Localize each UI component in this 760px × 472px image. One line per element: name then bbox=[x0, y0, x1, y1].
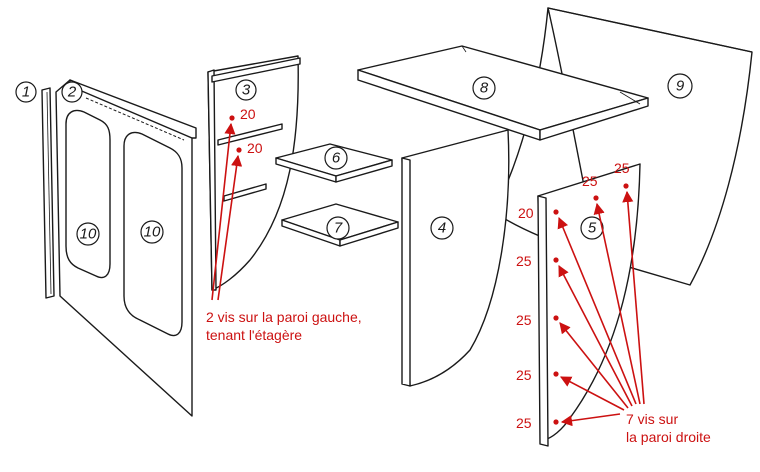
label-3-text: 3 bbox=[242, 82, 251, 99]
label-5: 5 bbox=[580, 216, 604, 240]
label-3: 3 bbox=[235, 79, 257, 101]
label-9-text: 9 bbox=[676, 78, 685, 95]
label-7-text: 7 bbox=[334, 220, 343, 237]
screw-dot-r6 bbox=[553, 371, 559, 377]
screw-dot-left-mid bbox=[236, 147, 242, 153]
right-screw-annotations: 25 25 20 25 25 25 25 7 vis sur la paroi … bbox=[516, 160, 711, 445]
label-10-left: 10 bbox=[76, 222, 100, 246]
screw-size-r-25a: 25 bbox=[516, 253, 532, 269]
screw-size-r-top-b: 25 bbox=[614, 160, 630, 176]
note-right-line2: la paroi droite bbox=[626, 429, 711, 445]
label-10-left-text: 10 bbox=[80, 226, 97, 243]
label-2-text: 2 bbox=[67, 84, 77, 101]
screw-size-r-25d: 25 bbox=[516, 415, 532, 431]
screw-dot-r5 bbox=[553, 315, 559, 321]
arrow-left-mid bbox=[217, 154, 243, 301]
right-panel-5 bbox=[537, 163, 641, 447]
note-left-line2: tenant l'étagère bbox=[206, 327, 302, 343]
note-left-line1: 2 vis sur la paroi gauche, bbox=[206, 309, 362, 325]
label-8-text: 8 bbox=[480, 80, 489, 97]
label-1-text: 1 bbox=[22, 84, 30, 101]
arrow-left-top bbox=[211, 122, 236, 301]
screw-dot-r7 bbox=[553, 419, 559, 425]
screw-dot-r2 bbox=[623, 183, 629, 189]
label-6: 6 bbox=[324, 146, 348, 170]
door-panel-2 bbox=[55, 79, 197, 417]
screw-size-left-top: 20 bbox=[240, 106, 256, 122]
label-10-right-text: 10 bbox=[144, 224, 161, 241]
label-6-text: 6 bbox=[332, 150, 341, 167]
side-panel-4 bbox=[401, 129, 510, 387]
screw-size-r-top-a: 25 bbox=[582, 173, 598, 189]
left-screw-annotations: 20 20 2 vis sur la paroi gauche, tenant … bbox=[206, 106, 362, 343]
label-7: 7 bbox=[326, 216, 350, 240]
label-8: 8 bbox=[472, 76, 496, 100]
screw-size-r-25c: 25 bbox=[516, 367, 532, 383]
label-2: 2 bbox=[61, 81, 83, 103]
label-5-text: 5 bbox=[588, 220, 597, 237]
screw-dot-r1 bbox=[593, 195, 599, 201]
label-10-right: 10 bbox=[140, 220, 164, 244]
note-right-line1: 7 vis sur bbox=[626, 411, 678, 427]
left-panel-3 bbox=[207, 55, 301, 291]
label-4: 4 bbox=[430, 216, 454, 240]
strip-1 bbox=[41, 87, 55, 299]
label-1: 1 bbox=[15, 81, 37, 103]
label-9: 9 bbox=[667, 73, 693, 99]
screw-size-r-25b: 25 bbox=[516, 312, 532, 328]
screw-size-left-mid: 20 bbox=[247, 140, 263, 156]
screw-dot-left-top bbox=[229, 115, 235, 121]
label-4-text: 4 bbox=[438, 220, 446, 237]
screw-dot-r3 bbox=[553, 209, 559, 215]
shelf-8 bbox=[357, 45, 649, 141]
screw-size-r-20: 20 bbox=[518, 205, 534, 221]
screw-dot-r4 bbox=[553, 257, 559, 263]
